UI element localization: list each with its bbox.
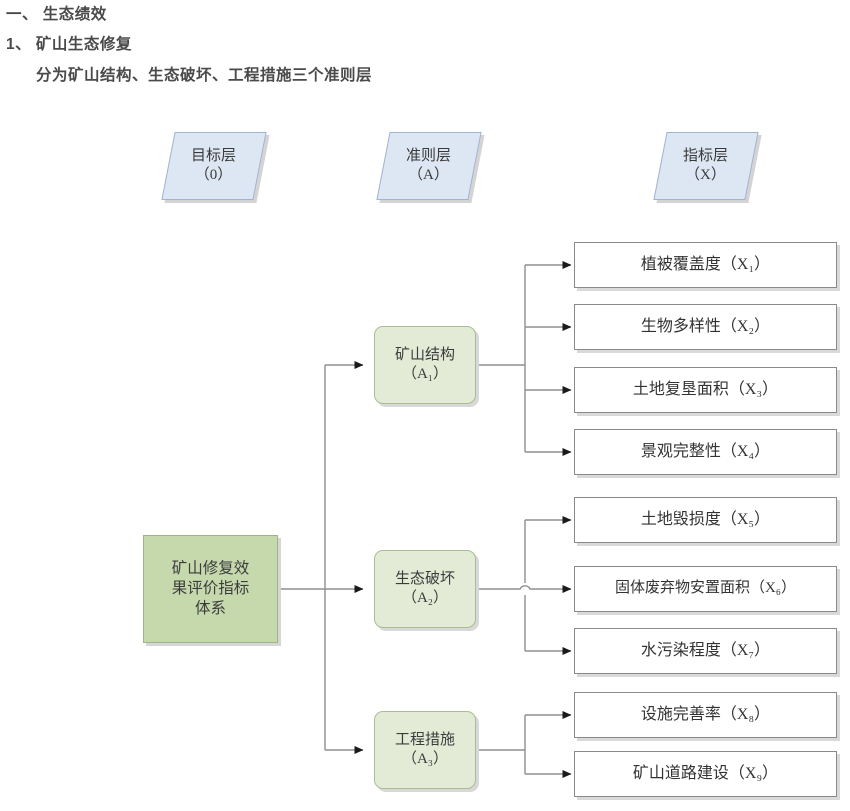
indicator-node-x4[interactable]: 景观完整性（X₄） (574, 429, 837, 475)
indicator-node-x7[interactable]: 水污染程度（X₇） (574, 628, 837, 674)
heading-section: 一、 生态绩效 (6, 6, 107, 23)
indicator-node-x5[interactable]: 土地毁损度（X₅） (574, 497, 837, 543)
indicator-node-x7-label: 水污染程度（X₇） (640, 641, 771, 659)
indicator-node-x2[interactable]: 生物多样性（X₂） (574, 304, 837, 350)
layer-label-indicator-text: 指标层 （X） (683, 147, 729, 183)
layer-label-goal-text: 目标层 （0） (191, 147, 237, 183)
indicator-node-x1[interactable]: 植被覆盖度（X₁） (574, 242, 837, 288)
indicator-node-x8[interactable]: 设施完善率（X₈） (574, 692, 837, 738)
criteria-node-a1-label: 矿山结构 （A₁） (394, 346, 455, 382)
criteria-node-a1[interactable]: 矿山结构 （A₁） (374, 326, 476, 404)
layer-label-criteria-text: 准则层 （A） (406, 147, 452, 183)
indicator-node-x4-label: 景观完整性（X₄） (640, 442, 771, 460)
criteria-node-a3-label: 工程措施 （A₃） (394, 731, 455, 767)
heading-subsection: 1、 矿山生态修复 (6, 36, 132, 53)
indicator-node-x9-label: 矿山道路建设（X₉） (632, 764, 779, 782)
indicator-node-x6-label: 固体废弃物安置面积（X₆） (614, 580, 797, 597)
indicator-node-x6[interactable]: 固体废弃物安置面积（X₆） (574, 566, 837, 612)
indicator-node-x8-label: 设施完善率（X₈） (640, 705, 771, 723)
heading-description: 分为矿山结构、生态破坏、工程措施三个准则层 (36, 67, 373, 84)
goal-node[interactable]: 矿山修复效 果评价指标 体系 (143, 535, 278, 643)
indicator-node-x2-label: 生物多样性（X₂） (640, 317, 771, 335)
wire-a2-x6 (479, 585, 572, 593)
indicator-node-x3[interactable]: 土地复垦面积（X₃） (574, 367, 837, 413)
criteria-node-a2-label: 生态破坏 （A₂） (394, 570, 455, 606)
indicator-node-x1-label: 植被覆盖度（X₁） (640, 255, 771, 273)
indicator-node-x3-label: 土地复垦面积（X₃） (632, 380, 779, 398)
criteria-node-a3[interactable]: 工程措施 （A₃） (374, 711, 476, 789)
layer-label-indicator: 指标层 （X） (653, 132, 759, 200)
goal-node-label: 矿山修复效 果评价指标 体系 (171, 560, 250, 617)
layer-label-criteria: 准则层 （A） (376, 132, 482, 200)
criteria-node-a2[interactable]: 生态破坏 （A₂） (374, 550, 476, 628)
indicator-node-x9[interactable]: 矿山道路建设（X₉） (574, 751, 837, 797)
layer-label-goal: 目标层 （0） (161, 132, 267, 200)
indicator-node-x5-label: 土地毁损度（X₅） (640, 510, 771, 528)
